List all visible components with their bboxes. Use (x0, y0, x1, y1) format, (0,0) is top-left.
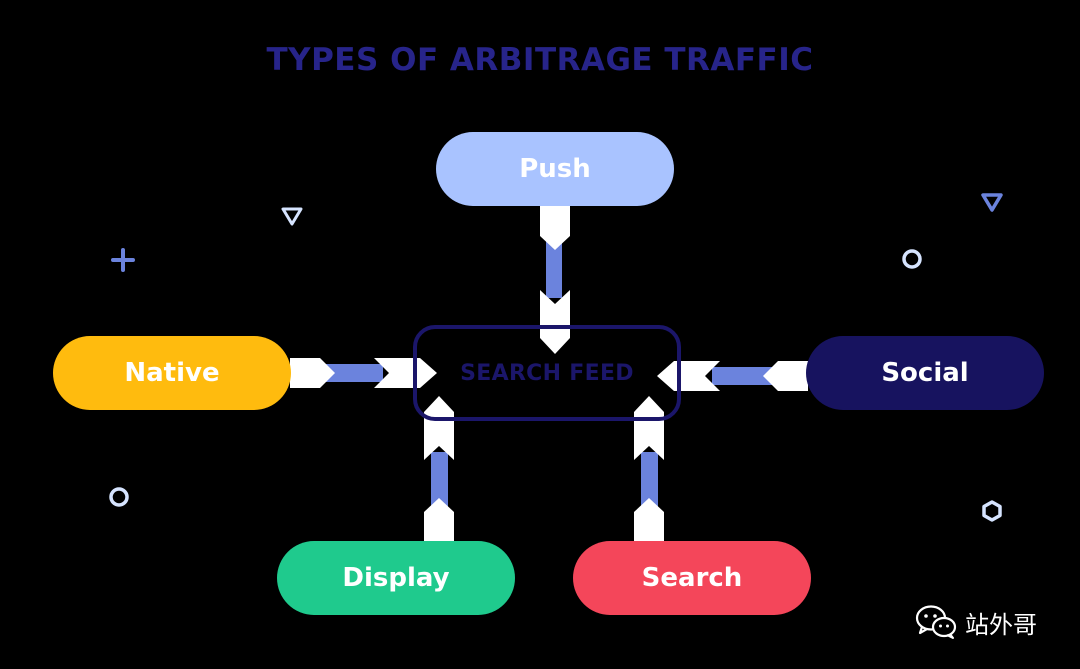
node-search: Search (573, 541, 811, 615)
triangle-down-icon (981, 193, 1003, 212)
connector-tail (424, 498, 454, 542)
circle-icon (902, 249, 922, 269)
node-native-label: Native (124, 358, 220, 388)
connector-head (540, 290, 570, 354)
watermark-text: 站外哥 (965, 610, 1037, 639)
connector-shaft (712, 367, 772, 385)
diagram-title: TYPES OF ARBITRAGE TRAFFIC (266, 42, 814, 78)
node-social: Social (806, 336, 1044, 410)
node-search-label: Search (641, 563, 743, 593)
connector-head (657, 361, 720, 391)
plus-icon (111, 248, 135, 272)
node-social-label: Social (881, 358, 969, 388)
connector-head (374, 358, 437, 388)
connector-head (634, 396, 664, 460)
connector-shaft (431, 452, 448, 510)
connector-shaft (546, 240, 562, 298)
connector-tail (290, 358, 335, 388)
hexagon-icon (982, 500, 1002, 522)
connector-native (290, 358, 437, 388)
triangle-down-icon (281, 207, 303, 226)
node-display: Display (277, 541, 515, 615)
search-feed-label: SEARCH FEED (460, 360, 634, 386)
connector-shaft (325, 364, 383, 382)
connector-tail (763, 361, 808, 391)
node-native: Native (53, 336, 291, 410)
node-push-label: Push (519, 154, 591, 184)
connector-social (657, 361, 808, 391)
connector-push (540, 205, 570, 354)
connector-tail (540, 205, 570, 250)
decorations (109, 193, 1003, 522)
watermark: 站外哥 (915, 602, 1037, 642)
circle-icon (109, 487, 129, 507)
connector-tail (634, 498, 664, 542)
search-feed-box: SEARCH FEED (413, 325, 681, 421)
wechat-icon (915, 605, 957, 639)
node-display-label: Display (342, 563, 450, 593)
node-push: Push (436, 132, 674, 206)
connector-search (634, 396, 664, 542)
connector-shaft (641, 452, 658, 510)
